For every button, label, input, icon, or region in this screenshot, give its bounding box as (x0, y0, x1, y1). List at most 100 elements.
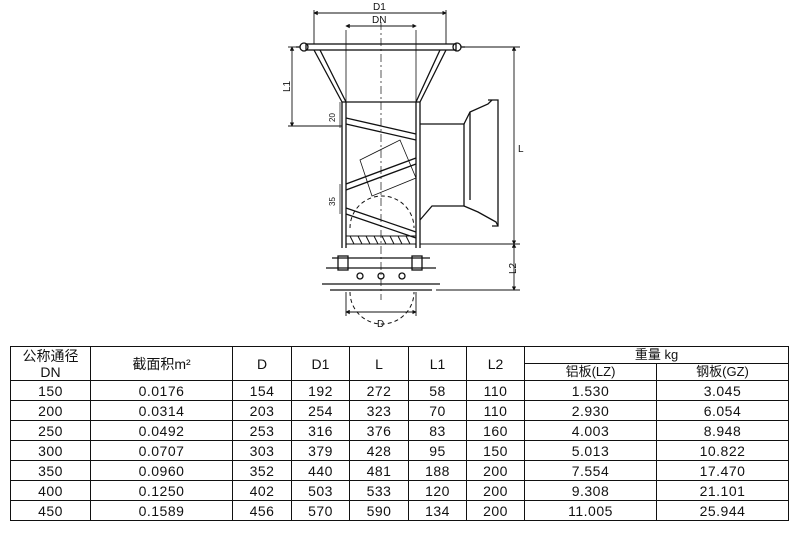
header-dn-line2: DN (40, 363, 61, 380)
pipe-walls (341, 102, 421, 248)
table-cell-d1: 192 (291, 380, 350, 401)
table-cell-lz: 2.930 (524, 400, 657, 421)
table-cell-area: 0.0176 (90, 380, 233, 401)
table-cell-d: 402 (232, 480, 292, 501)
table-cell-lz: 11.005 (524, 500, 657, 521)
header-weight-al: 铝板(LZ) (524, 363, 657, 381)
table-cell-l: 533 (349, 480, 409, 501)
spec-table: 公称通径 DN 截面积m² D D1 L L1 L2 重量 kg 铝板(LZ) … (10, 346, 789, 521)
table-cell-l: 272 (349, 380, 409, 401)
table-cell-l: 590 (349, 500, 409, 521)
table-cell-area: 0.0960 (90, 460, 233, 481)
table-cell-d: 456 (232, 500, 292, 521)
table-cell-lz: 9.308 (524, 480, 657, 501)
table-cell-d: 203 (232, 400, 292, 421)
table-cell-d1: 440 (291, 460, 350, 481)
header-l1: L1 (408, 346, 467, 381)
table-cell-dn: 200 (10, 400, 91, 421)
table-cell-dn: 150 (10, 380, 91, 401)
flange-bolt-left (299, 42, 309, 52)
table-cell-dn: 400 (10, 480, 91, 501)
table-cell-l: 323 (349, 400, 409, 421)
header-l: L (349, 346, 409, 381)
label-d1: D1 (373, 2, 386, 13)
label-gap-lower: 35 (328, 197, 337, 206)
table-cell-d: 303 (232, 440, 292, 461)
label-l2: L2 (508, 262, 519, 274)
table-cell-area: 0.0707 (90, 440, 233, 461)
header-weight-steel: 钢板(GZ) (656, 363, 789, 381)
table-cell-gz: 21.101 (656, 480, 789, 501)
table-cell-l2: 200 (466, 500, 525, 521)
table-cell-gz: 6.054 (656, 400, 789, 421)
table-cell-lz: 7.554 (524, 460, 657, 481)
table-cell-area: 0.1250 (90, 480, 233, 501)
table-cell-gz: 3.045 (656, 380, 789, 401)
table-cell-l: 376 (349, 420, 409, 441)
header-area: 截面积m² (90, 346, 233, 381)
table-cell-l2: 200 (466, 480, 525, 501)
header-d: D (232, 346, 292, 381)
table-cell-area: 0.0314 (90, 400, 233, 421)
table-cell-l2: 110 (466, 380, 525, 401)
label-dn: DN (372, 15, 386, 26)
table-cell-l2: 150 (466, 440, 525, 461)
header-dn: 公称通径 DN (10, 346, 91, 381)
side-outlet-flange (488, 99, 499, 227)
table-cell-d1: 570 (291, 500, 350, 521)
label-l: L (518, 144, 524, 155)
table-cell-l1: 134 (408, 500, 467, 521)
table-cell-gz: 8.948 (656, 420, 789, 441)
header-weight: 重量 kg (524, 346, 789, 364)
table-cell-d: 352 (232, 460, 292, 481)
table-cell-l1: 83 (408, 420, 467, 441)
table-cell-gz: 17.470 (656, 460, 789, 481)
table-cell-d1: 379 (291, 440, 350, 461)
label-l1: L1 (282, 80, 293, 92)
table-cell-lz: 5.013 (524, 440, 657, 461)
header-dn-line1: 公称通径 (22, 347, 79, 364)
table-cell-l2: 110 (466, 400, 525, 421)
table-cell-d: 154 (232, 380, 292, 401)
header-l2: L2 (466, 346, 525, 381)
table-cell-gz: 25.944 (656, 500, 789, 521)
table-cell-l: 481 (349, 460, 409, 481)
table-cell-l2: 200 (466, 460, 525, 481)
label-d: D (377, 319, 384, 330)
table-cell-d1: 503 (291, 480, 350, 501)
table-cell-l1: 95 (408, 440, 467, 461)
table-cell-dn: 300 (10, 440, 91, 461)
table-cell-area: 0.0492 (90, 420, 233, 441)
table-cell-l1: 188 (408, 460, 467, 481)
table-cell-gz: 10.822 (656, 440, 789, 461)
label-gap-upper: 20 (328, 113, 337, 122)
side-outlet (419, 123, 465, 221)
baffle-diagonal (359, 139, 417, 197)
table-cell-l1: 70 (408, 400, 467, 421)
table-cell-d1: 316 (291, 420, 350, 441)
technical-drawing: D1 DN L1 L L2 D 20 35 (282, 2, 524, 330)
table-cell-d1: 254 (291, 400, 350, 421)
table-cell-dn: 350 (10, 460, 91, 481)
table-cell-l1: 58 (408, 380, 467, 401)
table-cell-lz: 4.003 (524, 420, 657, 441)
table-cell-lz: 1.530 (524, 380, 657, 401)
table-cell-d: 253 (232, 420, 292, 441)
cowl-assembly-drawing: D1 DN L1 L L2 D 20 35 (282, 2, 524, 330)
table-cell-dn: 450 (10, 500, 91, 521)
table-cell-l: 428 (349, 440, 409, 461)
header-d1: D1 (291, 346, 350, 381)
cone-outline (313, 49, 447, 103)
spec-table-header: 公称通径 DN 截面积m² D D1 L L1 L2 重量 kg 铝板(LZ) … (10, 346, 789, 381)
flange-bolt-right (452, 42, 462, 52)
table-cell-dn: 250 (10, 420, 91, 441)
table-cell-area: 0.1589 (90, 500, 233, 521)
